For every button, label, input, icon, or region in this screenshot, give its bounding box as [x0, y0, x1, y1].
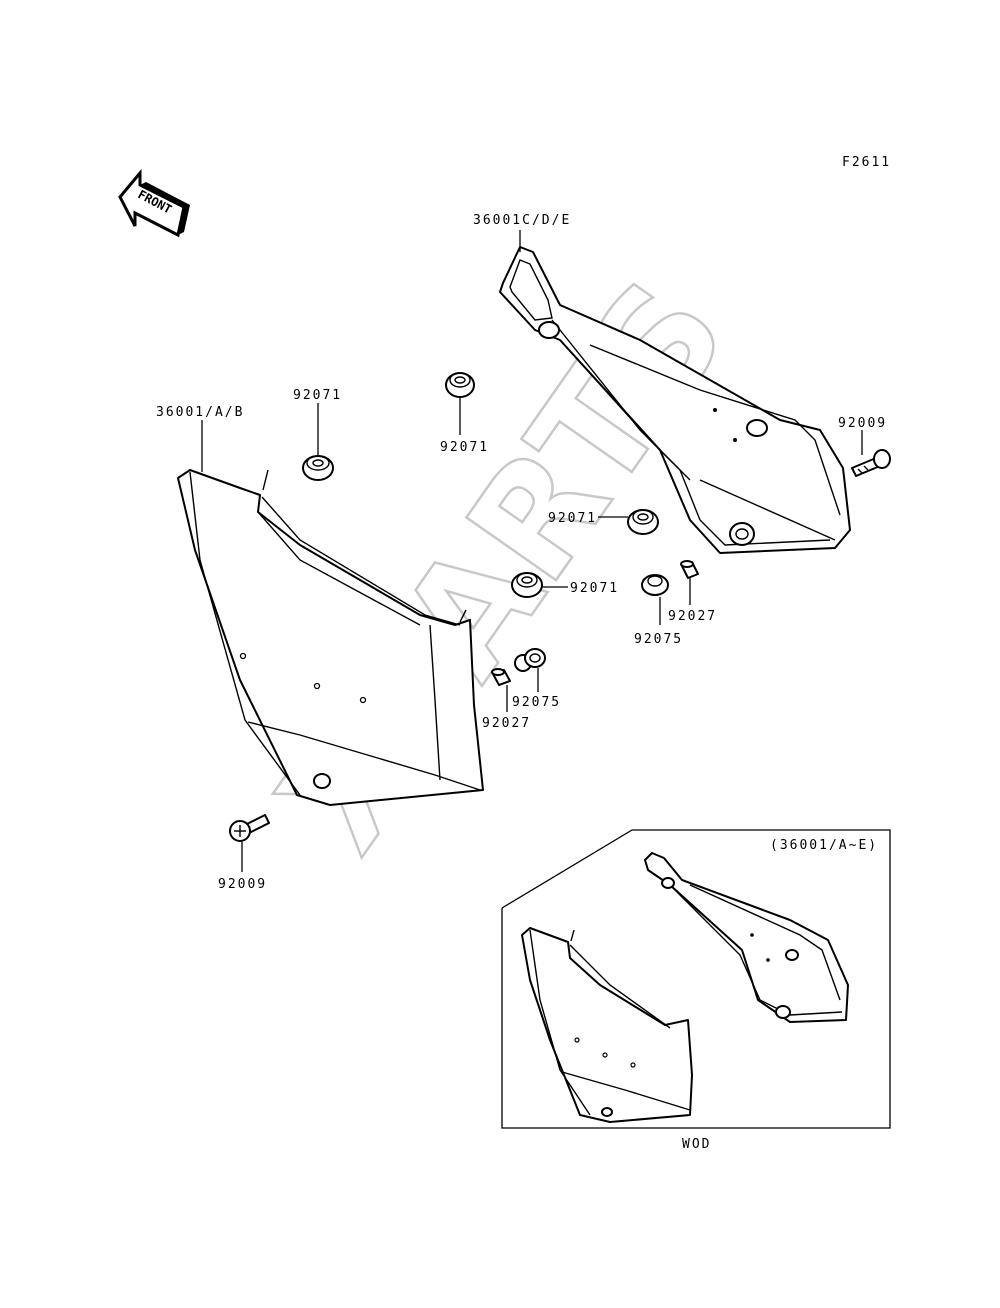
label-washer-left: 92075	[512, 695, 561, 710]
bolt-right	[851, 449, 891, 477]
label-left-cover: 36001/A/B	[156, 405, 244, 420]
grommet-c	[627, 509, 659, 535]
label-bolt-left: 92009	[218, 877, 267, 892]
washer-right	[641, 574, 669, 596]
label-grommet-a: 92071	[293, 388, 342, 403]
label-bolt-right: 92009	[838, 416, 887, 431]
label-washer-right: 92075	[634, 632, 683, 647]
label-grommet-b: 92071	[440, 440, 489, 455]
label-grommet-c: 92071	[548, 511, 597, 526]
grommet-a	[302, 455, 334, 481]
inset-left-cover	[521, 927, 693, 1123]
washer-left	[514, 648, 546, 672]
label-grommet-d: 92071	[570, 581, 619, 596]
figure-code: F2611	[842, 155, 891, 170]
inset-label: (36001/A~E)	[770, 838, 878, 853]
collar-left	[491, 668, 511, 686]
collar-right	[680, 560, 699, 579]
label-right-cover: 36001C/D/E	[473, 213, 571, 228]
front-arrow-icon: FRONT	[118, 168, 190, 238]
bolt-left	[229, 814, 270, 842]
left-side-cover	[177, 469, 484, 806]
grommet-b	[445, 372, 475, 398]
inset-box: (36001/A~E) WOD	[501, 829, 891, 1152]
right-side-cover	[499, 246, 851, 554]
inset-caption: WOD	[682, 1137, 711, 1152]
grommet-d	[511, 572, 543, 598]
label-collar-left: 92027	[482, 716, 531, 731]
label-collar-right: 92027	[668, 609, 717, 624]
inset-right-cover	[644, 852, 849, 1023]
